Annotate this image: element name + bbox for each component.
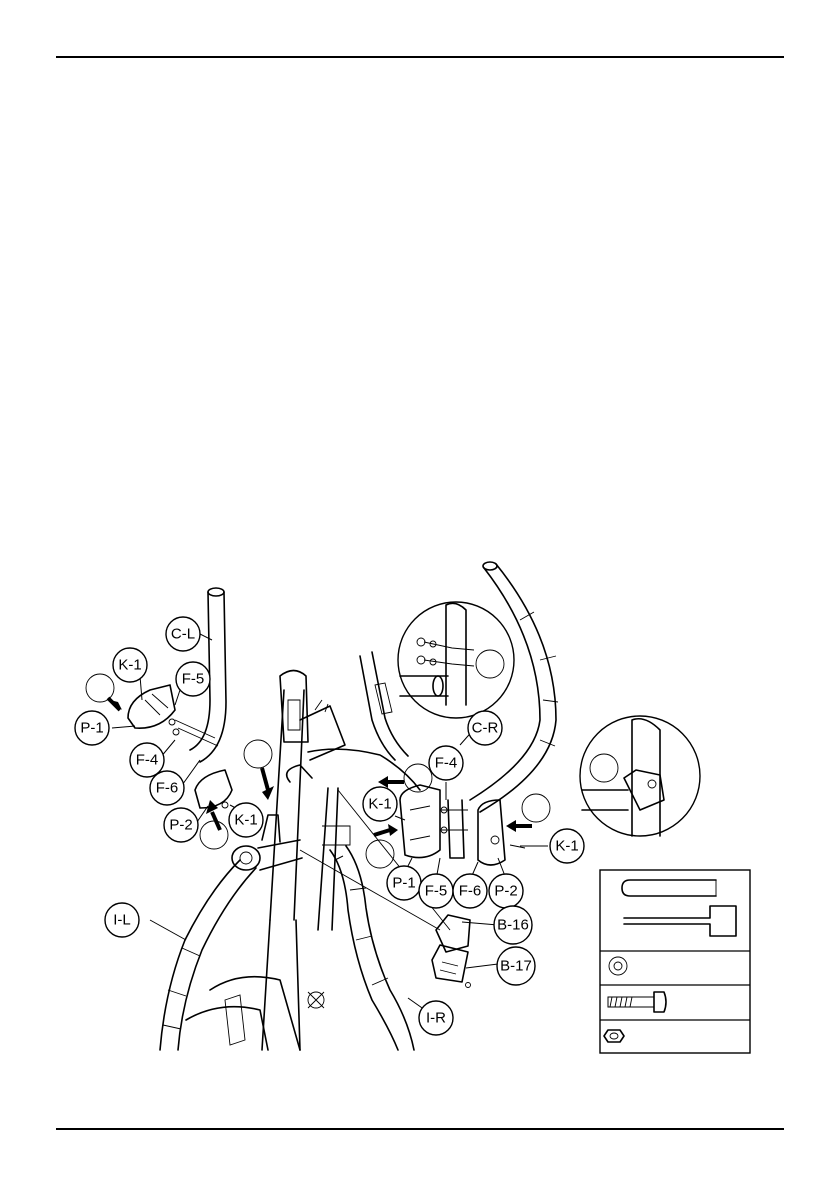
callout-p-1-b: P-1 [387, 866, 421, 900]
detail-view-bolts [398, 602, 514, 718]
blank-step-markers [86, 650, 618, 868]
callout-label: F-4 [136, 752, 159, 769]
callout-label: K-1 [118, 657, 141, 674]
hardware-legend [600, 870, 750, 1053]
callout-label: P-2 [494, 883, 517, 900]
detail-view-bracket [580, 716, 700, 836]
callout-label: B-17 [500, 958, 532, 975]
callout-f-6-a: F-6 [150, 771, 184, 805]
callout-label: K-1 [234, 812, 257, 829]
callout-label: P-1 [80, 720, 103, 737]
callout-c-r: C-R [468, 711, 502, 745]
callout-i-l: I-L [105, 903, 139, 937]
callout-label: K-1 [368, 796, 391, 813]
callout-f-4-a: F-4 [130, 743, 164, 777]
callout-k-1-b: K-1 [229, 803, 263, 837]
callout-label: B-16 [497, 917, 529, 934]
callout-p-1-a: P-1 [75, 711, 109, 745]
callout-label: F-4 [435, 755, 458, 772]
callout-label: I-L [113, 912, 131, 929]
callout-f-6-b: F-6 [453, 874, 487, 908]
callout-label: P-2 [169, 817, 192, 834]
callout-label: C-L [171, 626, 195, 643]
callout-label: F-5 [425, 883, 448, 900]
callout-f-5-a: F-5 [176, 662, 210, 696]
callout-p-2-b: P-2 [489, 874, 523, 908]
callout-p-2-a: P-2 [164, 808, 198, 842]
callout-label: F-5 [182, 671, 205, 688]
callout-f-5-b: F-5 [419, 874, 453, 908]
callout-k-1-c: K-1 [363, 787, 397, 821]
callout-label: I-R [426, 1010, 446, 1027]
callout-k-1-a: K-1 [113, 648, 147, 682]
callout-f-4-b: F-4 [429, 746, 463, 780]
callout-label: C-R [472, 720, 499, 737]
callout-label: F-6 [459, 883, 482, 900]
callout-b-17: B-17 [497, 947, 535, 985]
callout-label: K-1 [555, 838, 578, 855]
callout-label: F-6 [156, 780, 179, 797]
callout-c-l: C-L [166, 617, 200, 651]
callout-i-r: I-R [419, 1001, 453, 1035]
callout-k-1-d: K-1 [550, 829, 584, 863]
console-cover-parts [432, 915, 471, 988]
callout-label: P-1 [392, 875, 415, 892]
callout-b-16: B-16 [494, 906, 532, 944]
